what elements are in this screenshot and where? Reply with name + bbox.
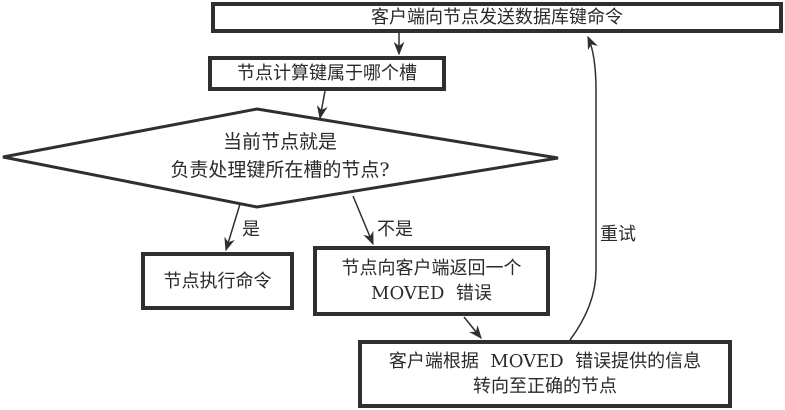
edge-label-no: 不是 bbox=[377, 219, 413, 240]
node-moved-error: 节点向客户端返回一个 MOVED 错误 bbox=[313, 246, 550, 316]
node-redirect-line-2: 转向至正确的节点 bbox=[473, 376, 617, 397]
node-redirect-line-1: 客户端根据 MOVED 错误提供的信息 bbox=[388, 351, 702, 372]
edge-label-retry: 重试 bbox=[600, 224, 636, 245]
node-moved-error-line-1: 节点向客户端返回一个 bbox=[341, 258, 522, 279]
decision-diamond bbox=[2, 107, 559, 209]
arrow-moved-to-redirect bbox=[463, 316, 482, 340]
node-moved-error-line-2: MOVED 错误 bbox=[371, 283, 492, 304]
node-redirect: 客户端根据 MOVED 错误提供的信息 转向至正确的节点 bbox=[358, 340, 732, 408]
node-compute-slot-text: 节点计算键属于哪个槽 bbox=[237, 63, 417, 84]
node-execute: 节点执行命令 bbox=[141, 252, 294, 310]
node-send-command-text: 客户端向节点发送数据库键命令 bbox=[371, 7, 623, 28]
edge-label-yes: 是 bbox=[242, 219, 260, 240]
arrow-retry bbox=[569, 35, 598, 341]
node-compute-slot: 节点计算键属于哪个槽 bbox=[208, 56, 446, 91]
arrow-no bbox=[352, 195, 374, 246]
decision-line-2: 负责处理键所在槽的节点? bbox=[170, 159, 390, 181]
node-execute-text: 节点执行命令 bbox=[163, 270, 272, 292]
decision-text: 当前节点就是 负责处理键所在槽的节点? bbox=[0, 128, 560, 184]
decision-line-1: 当前节点就是 bbox=[222, 131, 337, 153]
node-send-command: 客户端向节点发送数据库键命令 bbox=[211, 2, 783, 33]
arrow-yes bbox=[224, 203, 241, 252]
arrow-compute-to-decision bbox=[316, 90, 328, 120]
